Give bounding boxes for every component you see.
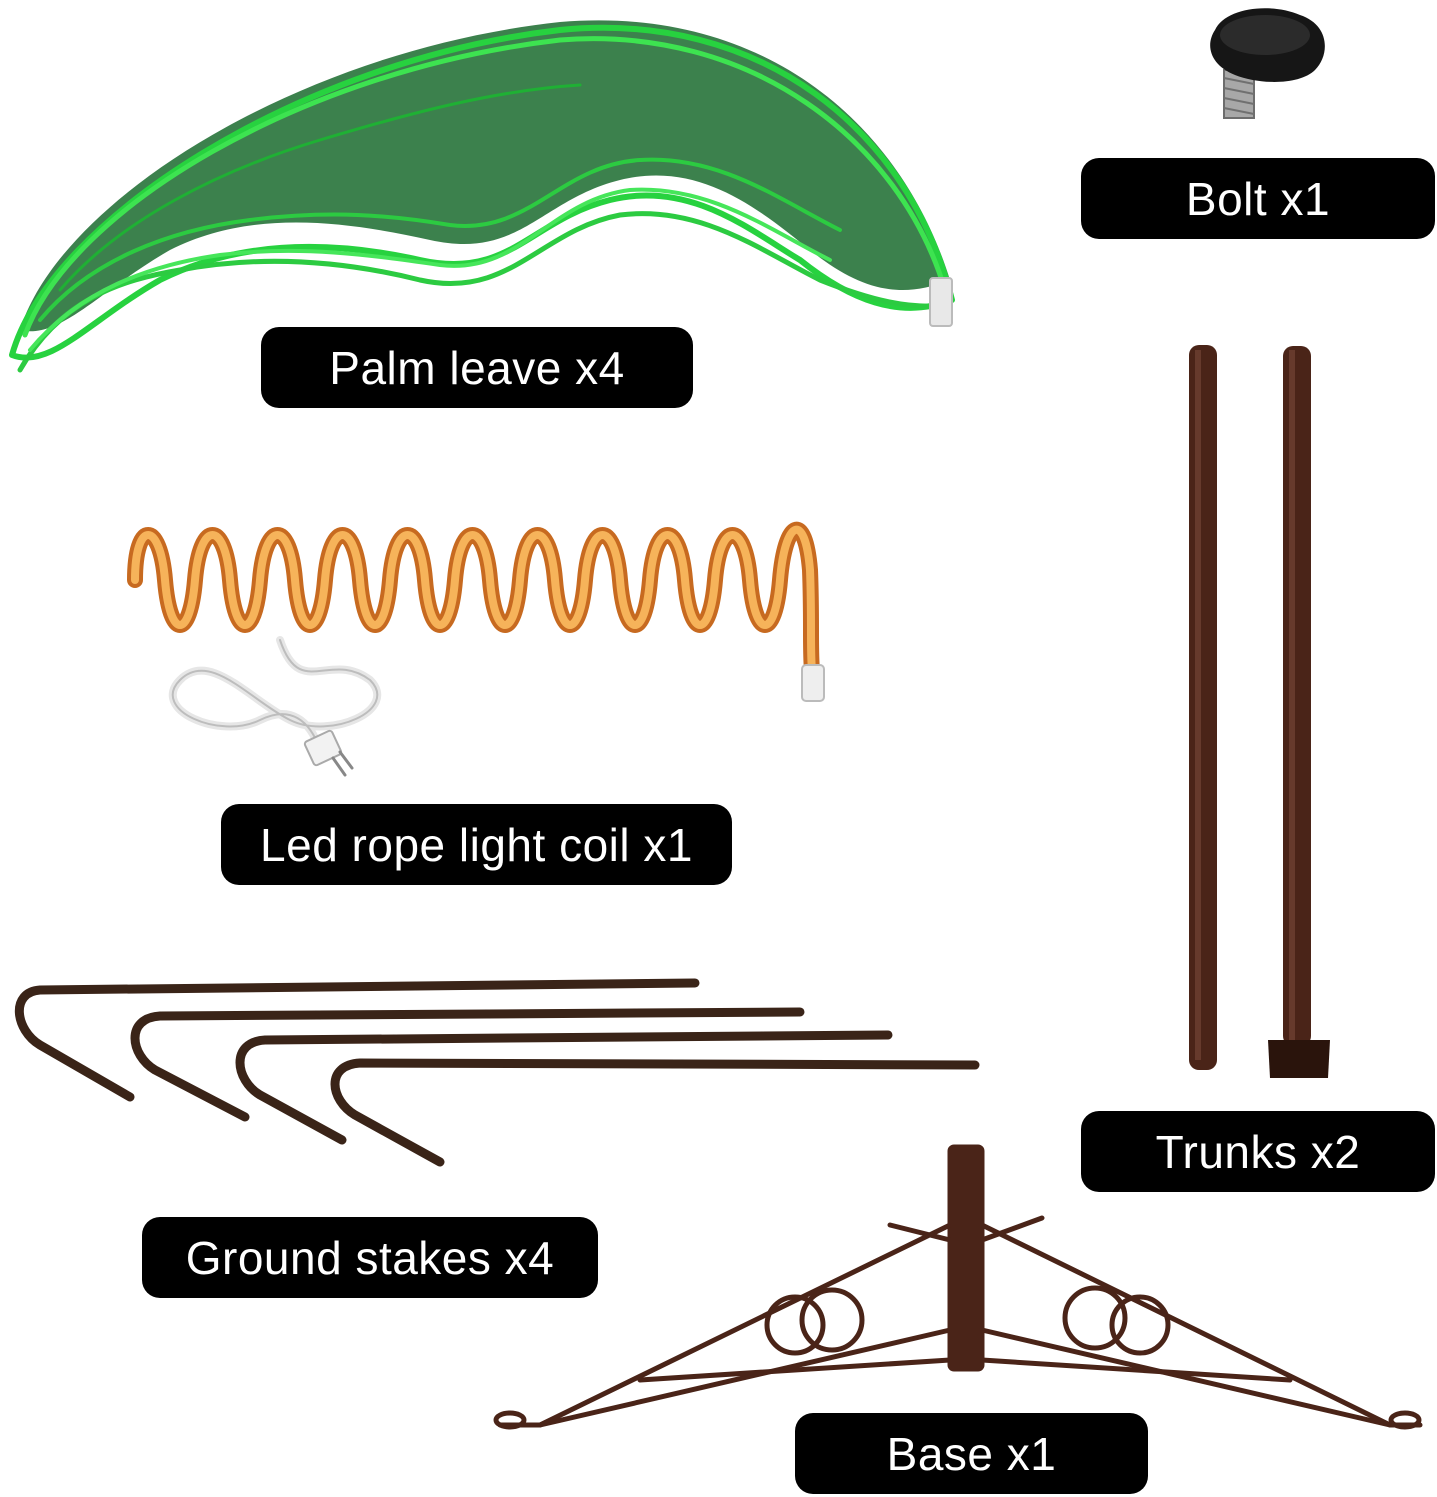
palm-leave-label: Palm leave x4 xyxy=(261,327,693,408)
bolt-label: Bolt x1 xyxy=(1081,158,1435,239)
rope-light-label: Led rope light coil x1 xyxy=(221,804,732,885)
trunks-label: Trunks x2 xyxy=(1081,1111,1435,1192)
base-label: Base x1 xyxy=(795,1413,1148,1494)
ground-stakes-label: Ground stakes x4 xyxy=(142,1217,598,1298)
